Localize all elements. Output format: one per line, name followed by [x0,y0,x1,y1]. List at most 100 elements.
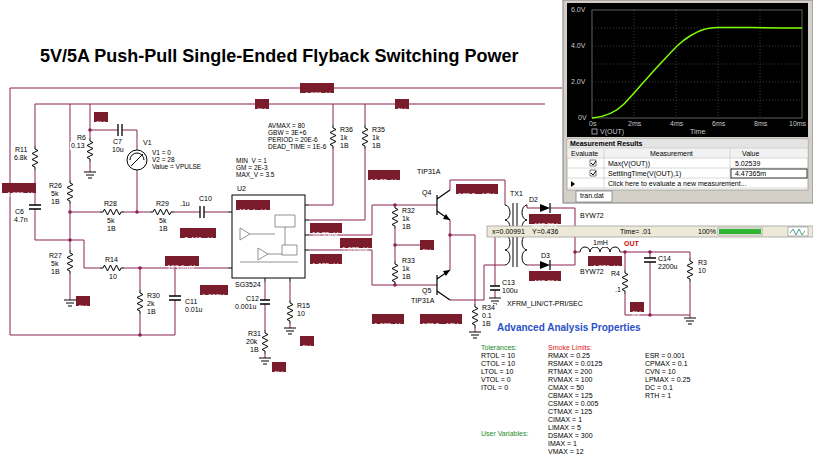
component-label: 5k [50,190,59,198]
probe-value: 10.35pV [368,177,398,186]
table-cell: Value [742,150,759,158]
component-label: R35 [371,126,386,134]
axis-label: 4.0V [571,42,585,50]
probe-value: 0V [420,247,433,256]
axis-label: 4ms [670,120,683,128]
probe-flag: -467.2fV [529,214,561,224]
component-label: D3 [540,252,551,260]
component-label: 1B [249,346,260,354]
axis-label: 6ms [712,120,725,128]
probe-flag: -4.870uV [588,256,622,266]
component-label: 1B [146,308,157,316]
component-label: R34 [481,304,496,312]
component-label: XFRM_LIN/CT-PRI/SEC [506,300,584,308]
probe-value: 1.000V [200,292,226,301]
component-label: .1u [179,200,191,208]
parameter-text: DEAD_TIME = 1E-6 [268,143,326,150]
component-label: C13 [501,279,516,287]
component-label: 1k [401,215,410,223]
window-frame [563,0,813,203]
probe-flag: 1.035uV [340,238,372,248]
checkbox [590,160,596,176]
probe-value: 404.4mV [236,207,268,216]
component-label: 2k [146,300,155,308]
component-label: R3 [697,259,708,267]
property-text: IMAX = 1 [548,440,577,448]
status-icon-wave [790,229,805,235]
table-cell: SettlingTime(V(OUT),1) [608,170,681,178]
axis-label: 2ms [628,120,641,128]
axis-label: 0s [589,120,596,128]
component-label: 10 [108,273,118,281]
table-cell: 4.47365m [735,170,766,178]
component-label: SG3524 [234,281,262,289]
component-label: R6 [76,134,87,142]
panel-heading: Advanced Analysis Properties [497,322,641,334]
probe-flag: 0V [255,99,269,109]
probe-flag: -4.870uV [2,183,36,193]
component-label: R31 [247,330,262,338]
probe-flag: 0V [272,362,286,372]
property-text: VMAX = 12 [548,448,584,456]
property-text: CTMAX = 125 [548,408,592,416]
table-cell: tran.dat [580,192,604,200]
component-label: BYW72 [579,268,605,276]
parameter-text: MAX_V = 3.5 [236,171,274,178]
component-label: D2 [528,196,539,204]
component-label: R32 [401,207,416,215]
plot-area [567,3,808,137]
component-label: 0.1 [481,312,493,320]
probe-value: 1.035uV [372,321,402,330]
probe-flag: 1.035uV [310,254,342,264]
property-text: CSMAX = 0.005 [548,400,598,408]
property-text: DSMAX = 300 [548,432,593,440]
component-label: 2200u [657,263,678,271]
component-label: 0.001u [234,303,257,311]
meter-needle [130,153,144,166]
table-cell: Evaluate [571,150,598,158]
component-label: 1B [158,225,169,233]
probe-value: 0V [395,106,408,115]
property-text: CPMAX = 0.1 [645,360,688,368]
probe-flag: 0V [420,240,434,250]
table-cell: Click here to evaluate a new measurement… [608,180,747,188]
component-label: 10u [111,146,125,154]
component-label: 1mH [592,239,609,247]
component-label: 5k [158,217,167,225]
row-pointer [571,181,575,187]
component-label: R33 [401,257,416,265]
probe-value: 199.6mV [165,263,197,272]
component-label: R29 [155,200,170,208]
probe-value: 1.035uV [340,245,370,254]
property-text: RTMAX = 200 [548,368,592,376]
component-label: R27 [48,252,63,260]
component-label: 100u [501,287,519,295]
probe-value: 177.2e-18V [456,191,496,200]
table-title-band [568,140,808,149]
component-label: 10 [296,310,306,318]
probe-value: 1.035uV [310,261,340,270]
transistor-arrow [443,214,450,276]
component-label: TX1 [509,190,524,198]
probe-flag: 10.35pV [368,170,400,180]
component-label: 1B [50,198,61,206]
capacitor-symbol [29,124,656,304]
probe-flag: 1.000V [200,285,228,295]
property-text: CBMAX = 125 [548,392,593,400]
component-label: 1B [106,225,117,233]
probe-flag: 0V [300,336,314,346]
component-label: C10 [198,195,213,203]
table-cell: 5.02539 [735,160,760,168]
probe-value: -4.870uV [300,90,332,99]
status-icon [788,227,808,236]
property-text: ESR = 0.001 [645,352,685,360]
component-label: 5k [50,260,59,268]
property-text: LPMAX = 0.25 [645,376,690,384]
component-label: R14 [104,256,119,264]
axis-label: 8ms [754,120,767,128]
probe-flag: 0V [630,302,644,312]
component-label: 1B [50,268,61,276]
probe-value: 0V [76,303,89,312]
legend-text: V(OUT) [600,128,624,136]
property-text: LTOL = 10 [481,368,513,376]
